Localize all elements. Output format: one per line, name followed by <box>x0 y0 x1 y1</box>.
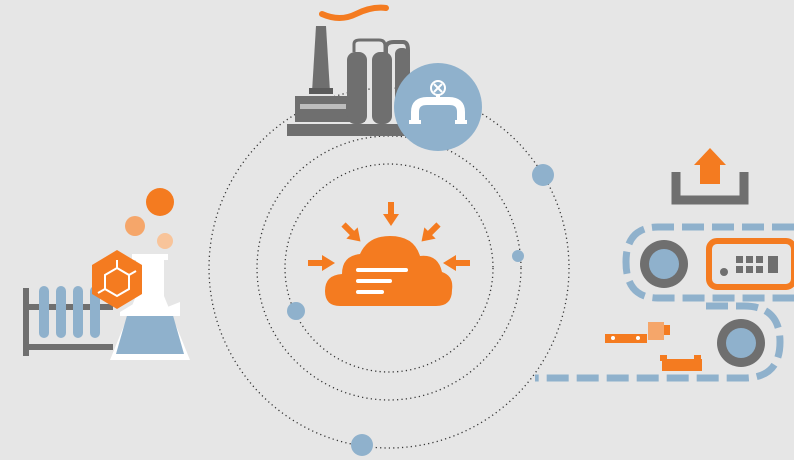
cloud-text-lines <box>356 268 408 294</box>
robot-arm-icon <box>605 322 670 343</box>
orbit-outer <box>208 87 570 449</box>
orbit-rings <box>208 87 570 449</box>
orbit-dot <box>512 250 524 262</box>
belt-upper <box>622 223 794 302</box>
conveyor-belt-icon <box>535 148 794 382</box>
gear-wheel-icon <box>640 240 688 288</box>
orbit-dots <box>287 164 554 456</box>
orbit-dot <box>351 434 373 456</box>
bubbles-icon <box>125 188 174 249</box>
test-tubes-icon <box>23 286 113 356</box>
orbit-dot <box>532 164 554 186</box>
pipe-valve-icon <box>394 63 482 151</box>
lab-equipment <box>23 188 190 360</box>
molecule-hexagon-icon <box>92 250 142 309</box>
orbit-middle <box>256 135 522 401</box>
orbit-inner <box>284 163 494 373</box>
flask-icon <box>110 254 190 360</box>
orbit-dot <box>287 302 305 320</box>
arrow-icons <box>308 202 470 271</box>
upload-tray-icon <box>671 148 749 205</box>
control-panel-icon <box>706 238 794 290</box>
cloud-icon <box>308 202 470 306</box>
belt-lower <box>535 302 784 382</box>
gear-wheel-icon <box>717 319 765 367</box>
smoke-icon <box>319 4 389 21</box>
cart-icon <box>660 355 702 371</box>
